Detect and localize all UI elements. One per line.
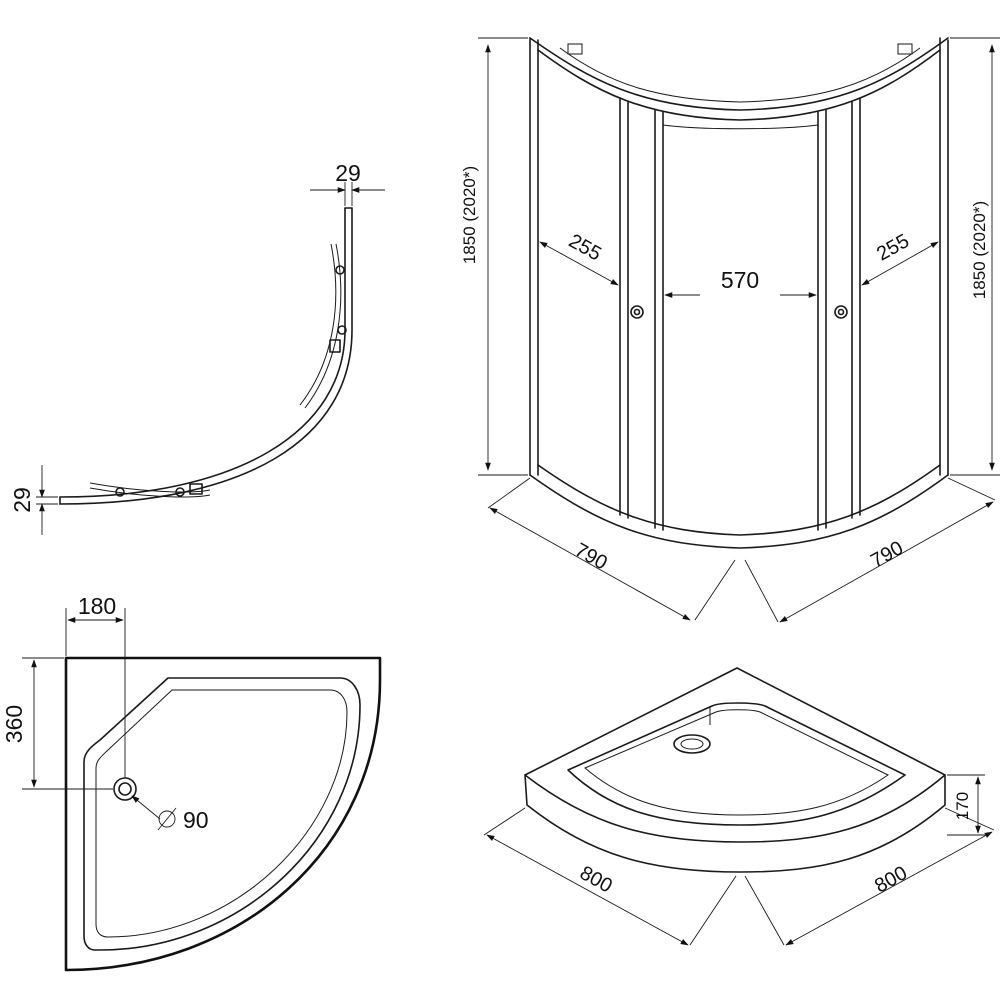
side-panel-left-label: 255 [565,230,605,265]
tray-top-view: 180 360 90 [1,593,382,972]
tray-depth-right-label: 800 [871,862,911,897]
tray-perspective-view: 170 800 800 [483,667,995,946]
side-panel-right-label: 255 [873,230,913,265]
profile-top-view: 29 29 [9,160,385,535]
door-opening-label: 570 [721,267,759,293]
drain-offset-y-label: 360 [1,705,27,743]
profile-gap-left-label: 29 [9,487,35,513]
tray-height-label: 170 [953,792,972,820]
cabin-depth-right-label: 790 [867,537,907,572]
diameter-symbol [157,807,177,831]
cabin-height-right-label: 1850 (2020*) [970,201,989,299]
profile-gap-top-label: 29 [335,160,361,186]
cabin-depth-left-label: 790 [571,539,611,574]
drain-diameter-label: 90 [183,807,209,833]
cabin-height-left-label: 1850 (2020*) [460,166,479,264]
cabin-perspective-view: 570 255 255 1850 (2020*) 1850 (2020*) 79… [460,37,1000,623]
tray-depth-left-label: 800 [576,862,616,897]
drain-offset-x-label: 180 [78,593,116,619]
